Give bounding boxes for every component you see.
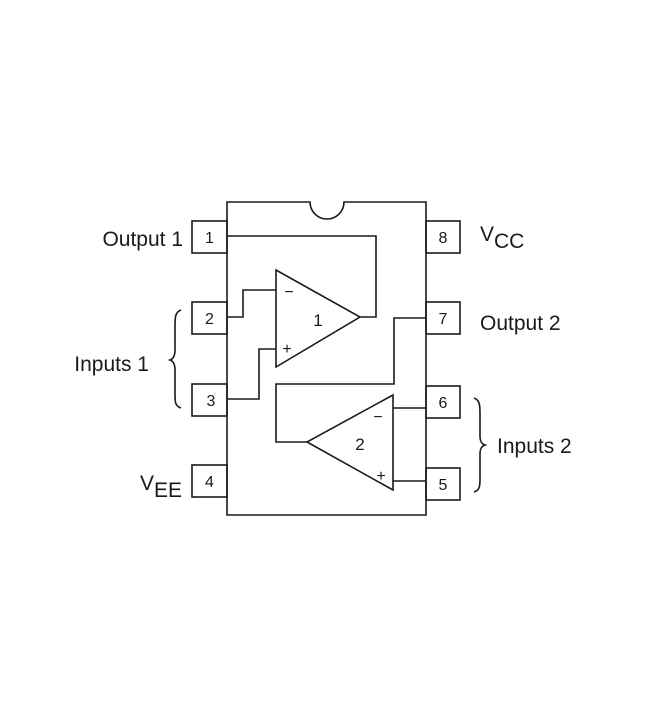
pin-4: 4 xyxy=(191,464,228,498)
package-body xyxy=(226,201,427,516)
label-vee-sub: EE xyxy=(154,479,182,502)
label-vcc-sub: CC xyxy=(494,230,524,253)
label-inputs-2: Inputs 2 xyxy=(497,435,572,458)
opamp-2-label: 2 xyxy=(355,435,364,454)
pin-8-number: 8 xyxy=(439,230,448,247)
label-vee-main: V xyxy=(140,472,154,495)
label-vcc: VCC xyxy=(480,223,524,253)
pin-2-number: 2 xyxy=(205,311,214,328)
wire-noninverting-1 xyxy=(227,348,276,400)
pin-6-number: 6 xyxy=(439,395,448,412)
opamp-2: 2 − + xyxy=(305,393,394,492)
pin-4-number: 4 xyxy=(205,474,214,491)
label-vcc-main: V xyxy=(480,223,494,246)
brace-inputs-1 xyxy=(167,309,182,409)
opamp-1-label: 1 xyxy=(313,311,322,330)
label-output-2: Output 2 xyxy=(480,312,561,335)
pin-1-number: 1 xyxy=(205,230,214,247)
opamp-2-plus: + xyxy=(376,468,385,485)
opamp-2-minus: − xyxy=(373,409,382,426)
wire-inverting-1 xyxy=(227,289,276,318)
brace-inputs-2 xyxy=(473,397,488,493)
pin-2: 2 xyxy=(191,301,228,335)
wire-output-1 xyxy=(227,235,377,318)
opamp-2-triangle xyxy=(305,393,394,492)
pin-6: 6 xyxy=(425,385,461,419)
opamp-1-triangle xyxy=(275,268,362,369)
pin-8: 8 xyxy=(425,220,461,254)
pin-1: 1 xyxy=(191,220,228,254)
label-output-1: Output 1 xyxy=(102,228,183,251)
pin-3-number: 3 xyxy=(207,393,216,410)
pin-5-number: 5 xyxy=(439,477,448,494)
opamp-1-minus: − xyxy=(284,284,293,301)
pin-7: 7 xyxy=(425,301,461,335)
opamp-1-plus: + xyxy=(282,341,291,358)
opamp-1: 1 − + xyxy=(275,268,362,369)
pin-7-number: 7 xyxy=(439,311,448,328)
label-inputs-1: Inputs 1 xyxy=(74,353,149,376)
label-vee: VEE xyxy=(140,472,182,502)
pin-5: 5 xyxy=(425,467,461,501)
wire-output-2 xyxy=(275,317,426,443)
pin-3: 3 xyxy=(191,383,228,417)
